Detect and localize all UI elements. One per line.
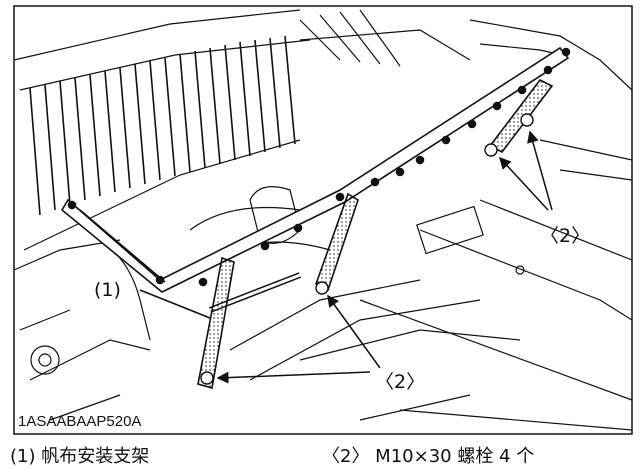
arrow-right-lower bbox=[527, 130, 553, 211]
leader-part1 bbox=[139, 289, 211, 319]
callout-bolts-bottom: 〈2〉 bbox=[375, 371, 425, 393]
leader-lines bbox=[139, 130, 553, 384]
machine-background bbox=[13, 9, 633, 431]
arrow-middle bbox=[327, 294, 381, 369]
figure-id-label: 1ASAABAAP520A bbox=[18, 413, 141, 430]
callout-part1: (1) bbox=[94, 279, 121, 301]
bolt-right-upper bbox=[484, 143, 498, 157]
caption-item-1: (1) 帆布安装支架 bbox=[10, 446, 150, 467]
arrow-right-upper bbox=[498, 156, 549, 211]
caption-item-2: 〈2〉 M10×30 螺栓 4 个 bbox=[322, 446, 535, 467]
figure-frame bbox=[13, 5, 633, 435]
arrow-bottom bbox=[216, 371, 371, 384]
bracket-holes bbox=[67, 47, 571, 287]
installation-diagram: (1) 〈2〉 〈2〉 1ASAABAAP520A bbox=[13, 5, 633, 435]
bolt-bottom bbox=[200, 371, 214, 385]
caption: (1) 帆布安装支架 〈2〉 M10×30 螺栓 4 个 bbox=[0, 438, 640, 469]
bolts bbox=[200, 113, 534, 385]
callout-bolts-right: 〈2〉 bbox=[540, 225, 590, 247]
bolt-right-lower bbox=[520, 113, 534, 127]
bolt-middle bbox=[315, 281, 329, 295]
grille-bars bbox=[29, 35, 296, 216]
